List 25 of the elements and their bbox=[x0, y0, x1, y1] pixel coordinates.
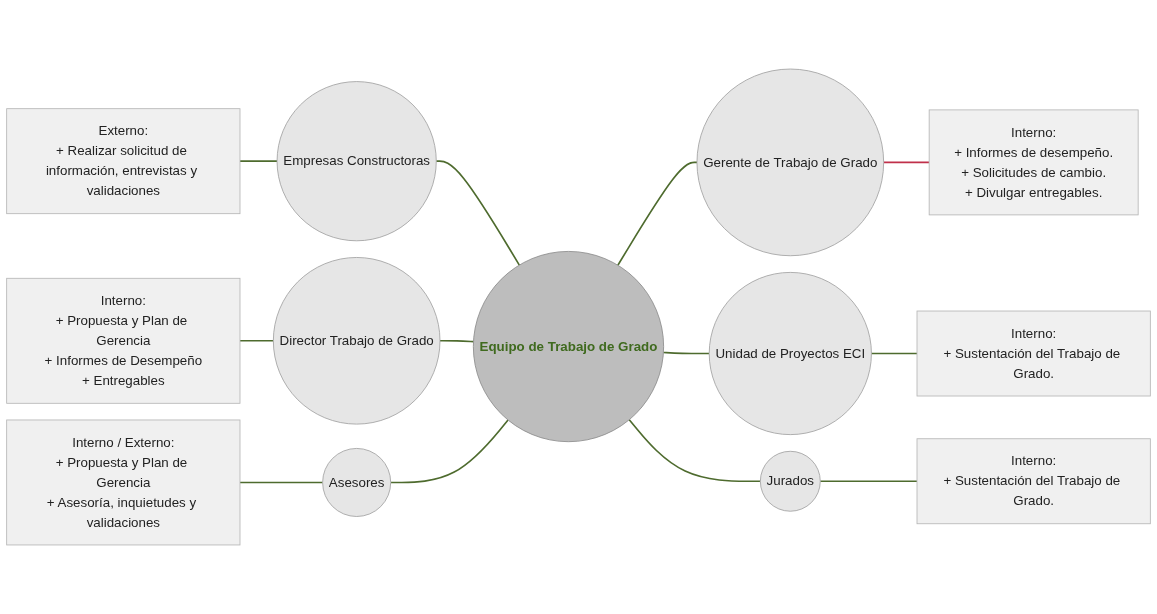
node-circle: Equipo de Trabajo de Grado bbox=[472, 251, 665, 443]
connector bbox=[239, 481, 324, 484]
node-circle: Unidad de Proyectos ECI bbox=[708, 272, 872, 436]
node-circle: Jurados bbox=[759, 450, 821, 512]
connector bbox=[439, 339, 475, 343]
connector bbox=[662, 351, 711, 355]
node-box: Interno: + Informes de desempeño. + Solicitudes de cambio. + Divulgar entregables. bbox=[928, 109, 1139, 216]
connector bbox=[239, 160, 278, 162]
node-box: Interno: + Sustentación del Trabajo de Grado. bbox=[916, 438, 1151, 525]
node-box: Interno: + Sustentación del Trabajo de Grado. bbox=[916, 310, 1151, 397]
node-box: Externo: + Realizar solicitud de información, entrevistas y validaciones bbox=[6, 108, 241, 215]
connector bbox=[435, 160, 521, 266]
node-circle: Asesores bbox=[322, 448, 392, 517]
node-box: Interno / Externo: + Propuesta y Plan de Gerencia + Asesoría, inquietudes y validaciones bbox=[6, 419, 241, 546]
connector bbox=[819, 480, 918, 483]
connector bbox=[870, 352, 918, 355]
node-circle: Empresas Constructoras bbox=[276, 81, 437, 242]
node-box: Interno: + Propuesta y Plan de Gerencia + Informes de Desempeño + Entregables bbox=[6, 277, 241, 404]
connector bbox=[389, 419, 509, 484]
connector bbox=[239, 339, 275, 342]
connector bbox=[882, 161, 930, 164]
node-circle: Director Trabajo de Grado bbox=[272, 257, 441, 425]
node-circle: Gerente de Trabajo de Grado bbox=[696, 68, 885, 257]
connector bbox=[628, 418, 762, 483]
connector bbox=[617, 161, 698, 267]
